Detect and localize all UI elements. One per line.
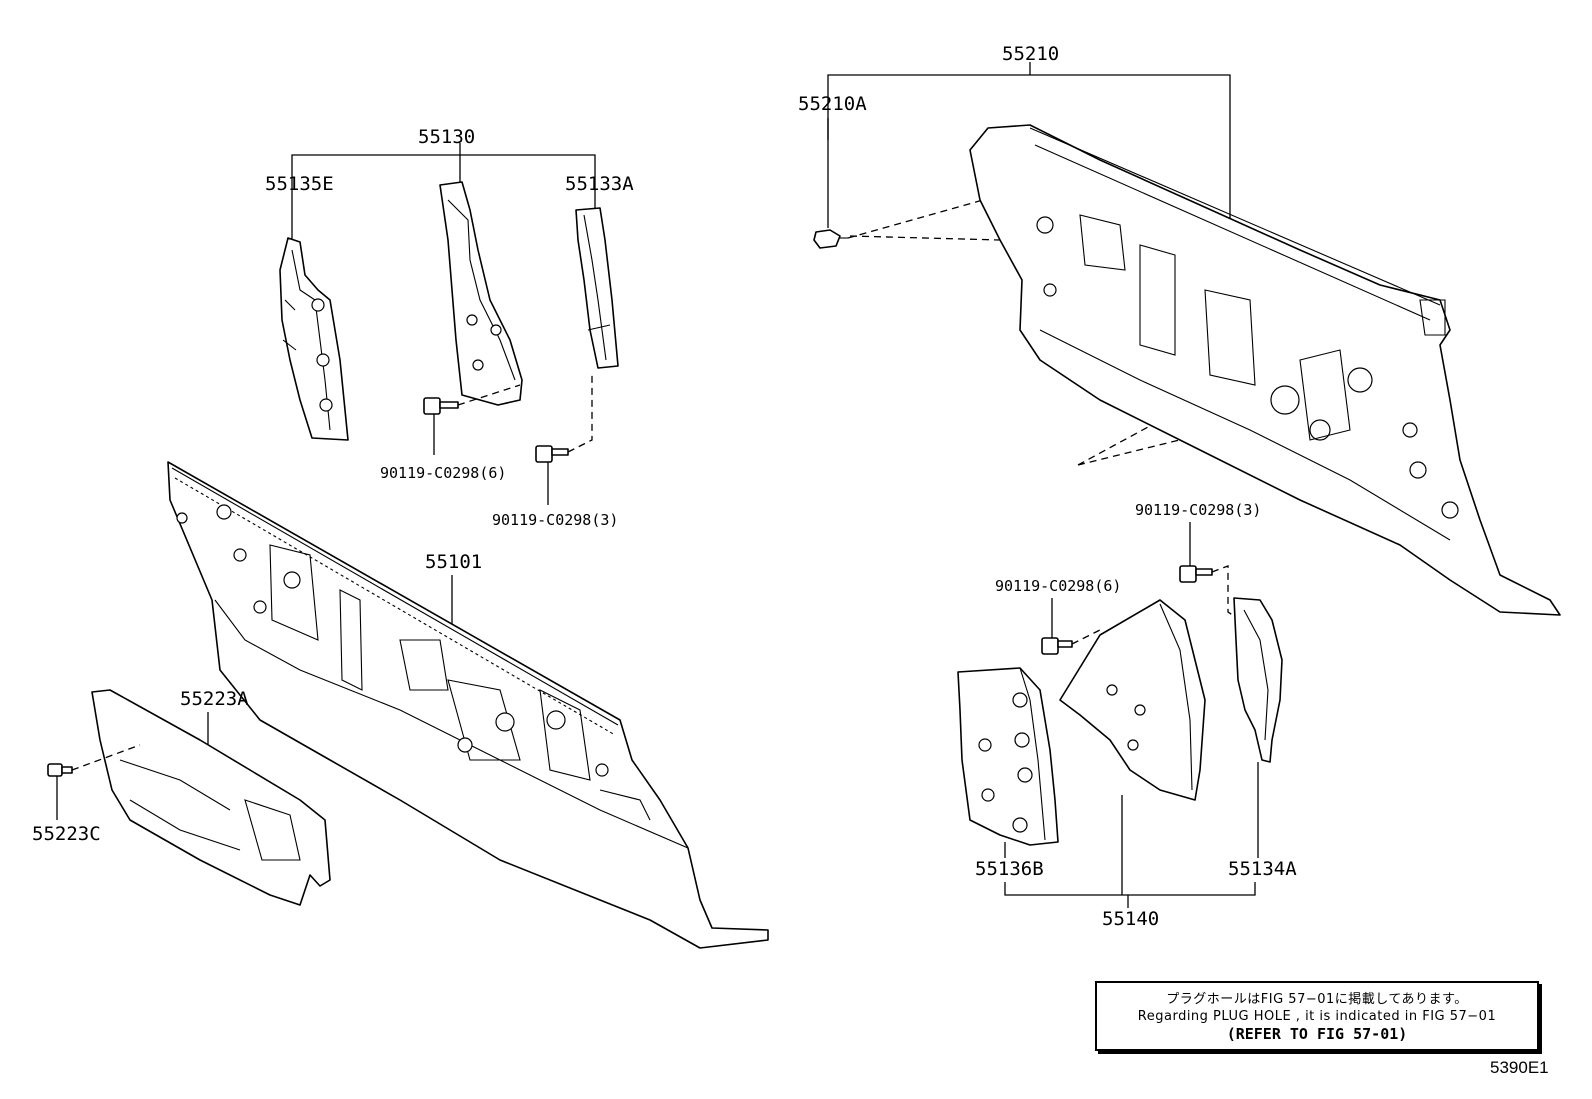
part-55134A[interactable] [1233, 597, 1283, 763]
label-55223C[interactable]: 55223C [32, 823, 101, 845]
dash-bolt-left-3 [567, 375, 593, 453]
clip-55223C[interactable] [47, 763, 73, 777]
plug-hole-note: プラグホールはFIG 57−01に掲載してあります。 Regarding PLU… [1095, 981, 1539, 1051]
label-bolt-right-6[interactable]: 90119-C0298(6) [995, 577, 1121, 595]
dash-55223C [71, 744, 141, 771]
leader-55130 [291, 143, 596, 205]
part-55210-dash-insulator[interactable] [969, 124, 1561, 616]
part-55133A[interactable] [575, 207, 619, 369]
bolt-left-3[interactable] [535, 445, 569, 463]
label-55135E[interactable]: 55135E [265, 173, 334, 195]
part-55130-center[interactable] [439, 181, 523, 406]
dash-bolt-right-3 [1211, 565, 1241, 621]
label-55140[interactable]: 55140 [1102, 908, 1159, 930]
note-refer-link[interactable]: (REFER TO FIG 57-01) [1226, 1025, 1408, 1043]
bolt-right-6[interactable] [1041, 637, 1073, 655]
part-55101-dash-panel[interactable] [167, 461, 769, 949]
label-55210A[interactable]: 55210A [798, 93, 867, 115]
part-55223A-insulator[interactable] [91, 689, 331, 906]
label-55101[interactable]: 55101 [425, 551, 482, 573]
bolt-left-6[interactable] [423, 397, 459, 415]
label-55223A[interactable]: 55223A [180, 688, 249, 710]
label-55133A[interactable]: 55133A [565, 173, 634, 195]
leader-55140 [1004, 795, 1256, 896]
part-55135E[interactable] [279, 237, 349, 441]
note-line-jp: プラグホールはFIG 57−01に掲載してあります。 [1166, 992, 1468, 1007]
dash-bolt-right-6 [1071, 629, 1101, 645]
label-bolt-right-3[interactable]: 90119-C0298(3) [1135, 501, 1261, 519]
label-55130[interactable]: 55130 [418, 126, 475, 148]
label-bolt-left-3[interactable]: 90119-C0298(3) [492, 511, 618, 529]
label-bolt-left-6[interactable]: 90119-C0298(6) [380, 464, 506, 482]
label-55210[interactable]: 55210 [1002, 43, 1059, 65]
figure-code: 5390E1 [1490, 1058, 1549, 1077]
dash-bolt-left-6 [457, 384, 521, 406]
part-55136B[interactable] [957, 667, 1059, 846]
label-55136B[interactable]: 55136B [975, 858, 1044, 880]
leader-55210 [827, 62, 1231, 220]
bolt-right-3[interactable] [1179, 565, 1213, 583]
part-55140-center[interactable] [1059, 599, 1206, 801]
label-55134A[interactable]: 55134A [1228, 858, 1297, 880]
note-line-en: Regarding PLUG HOLE , it is indicated in… [1137, 1009, 1497, 1024]
clip-55210A[interactable] [813, 229, 848, 249]
